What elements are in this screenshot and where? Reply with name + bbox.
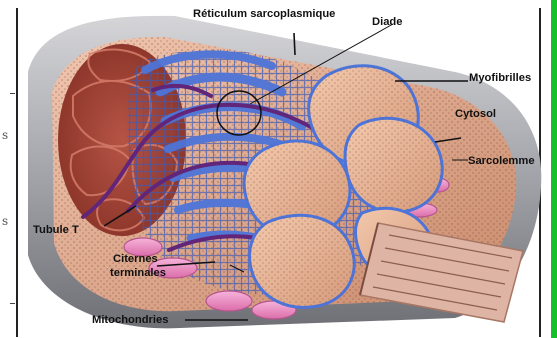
mitochondries-label: Mitochondries [92, 315, 168, 327]
diade-label: Diade [372, 17, 402, 29]
reticulum-label: Réticulum sarcoplasmique [193, 9, 335, 21]
tubule-t-label: Tubule T [33, 225, 79, 237]
cytosol-label: Cytosol [455, 109, 496, 121]
myofibrilles-label: Myofibrilles [469, 73, 531, 85]
citernes-label-line2: terminales [110, 268, 166, 280]
citernes-label-line1: Citernes [113, 254, 158, 266]
sarcolemme-label: Sarcolemme [468, 156, 535, 168]
